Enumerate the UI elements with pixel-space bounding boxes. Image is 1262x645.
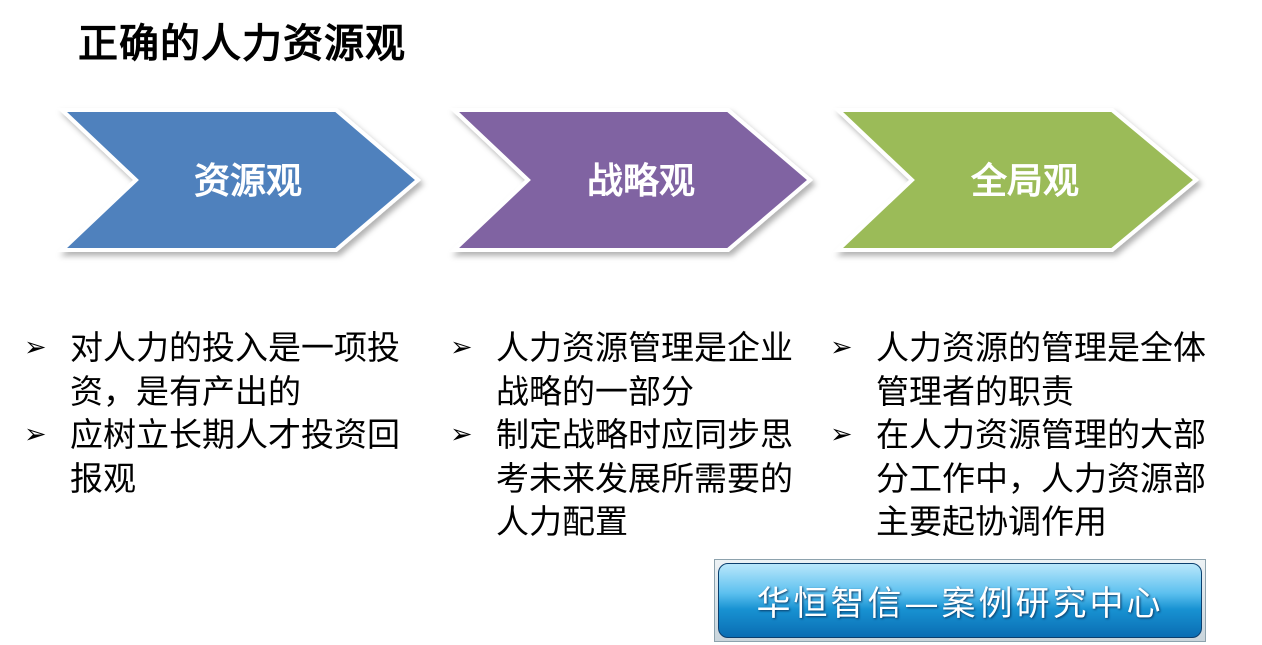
- case-study-center-badge: 华恒智信—案例研究中心: [714, 559, 1206, 642]
- list-item: ➢ 应树立长期人才投资回报观: [24, 413, 424, 500]
- chevron-shape-3: [832, 108, 1200, 252]
- bullet-arrow-icon: ➢: [830, 419, 853, 450]
- page-title: 正确的人力资源观: [78, 21, 406, 67]
- list-item-text: 人力资源管理是企业战略的一部分: [496, 328, 793, 411]
- column-global-view: ➢ 人力资源的管理是全体管理者的职责 ➢ 在人力资源管理的大部分工作中，人力资源…: [830, 326, 1230, 544]
- chevron-step-3: 全局观: [832, 108, 1200, 252]
- bullet-arrow-icon: ➢: [450, 332, 473, 363]
- process-chevrons: 资源观 战略观 全局观: [56, 108, 1200, 252]
- chevron-shape-1: [56, 108, 422, 252]
- list-item: ➢ 在人力资源管理的大部分工作中，人力资源部主要起协调作用: [830, 413, 1230, 544]
- list-item: ➢ 人力资源管理是企业战略的一部分: [450, 326, 814, 413]
- list-item: ➢ 对人力的投入是一项投资，是有产出的: [24, 326, 424, 413]
- list-item-text: 制定战略时应同步思考未来发展所需要的人力配置: [496, 415, 793, 541]
- chevron-label-3: 全局观: [970, 160, 1079, 202]
- bullet-list-3: ➢ 人力资源的管理是全体管理者的职责 ➢ 在人力资源管理的大部分工作中，人力资源…: [830, 326, 1230, 544]
- bullet-arrow-icon: ➢: [24, 332, 47, 363]
- chevron-shape-2: [448, 108, 814, 252]
- list-item-text: 应树立长期人才投资回报观: [70, 415, 400, 498]
- list-item-text: 人力资源的管理是全体管理者的职责: [876, 328, 1206, 411]
- list-item: ➢ 制定战略时应同步思考未来发展所需要的人力配置: [450, 413, 814, 544]
- column-resource-view: ➢ 对人力的投入是一项投资，是有产出的 ➢ 应树立长期人才投资回报观: [24, 326, 424, 500]
- column-strategy-view: ➢ 人力资源管理是企业战略的一部分 ➢ 制定战略时应同步思考未来发展所需要的人力…: [450, 326, 814, 544]
- bullet-arrow-icon: ➢: [830, 332, 853, 363]
- list-item: ➢ 人力资源的管理是全体管理者的职责: [830, 326, 1230, 413]
- list-item-text: 在人力资源管理的大部分工作中，人力资源部主要起协调作用: [876, 415, 1206, 541]
- badge-text: 华恒智信—案例研究中心: [718, 563, 1202, 638]
- chevron-label-2: 战略观: [587, 161, 695, 202]
- bullet-arrow-icon: ➢: [450, 419, 473, 450]
- bullet-arrow-icon: ➢: [24, 419, 47, 450]
- list-item-text: 对人力的投入是一项投资，是有产出的: [70, 328, 400, 411]
- chevron-label-1: 资源观: [194, 161, 302, 202]
- bullet-list-1: ➢ 对人力的投入是一项投资，是有产出的 ➢ 应树立长期人才投资回报观: [24, 326, 424, 500]
- chevron-step-2: 战略观: [448, 108, 814, 252]
- bullet-list-2: ➢ 人力资源管理是企业战略的一部分 ➢ 制定战略时应同步思考未来发展所需要的人力…: [450, 326, 814, 544]
- chevron-step-1: 资源观: [56, 108, 422, 252]
